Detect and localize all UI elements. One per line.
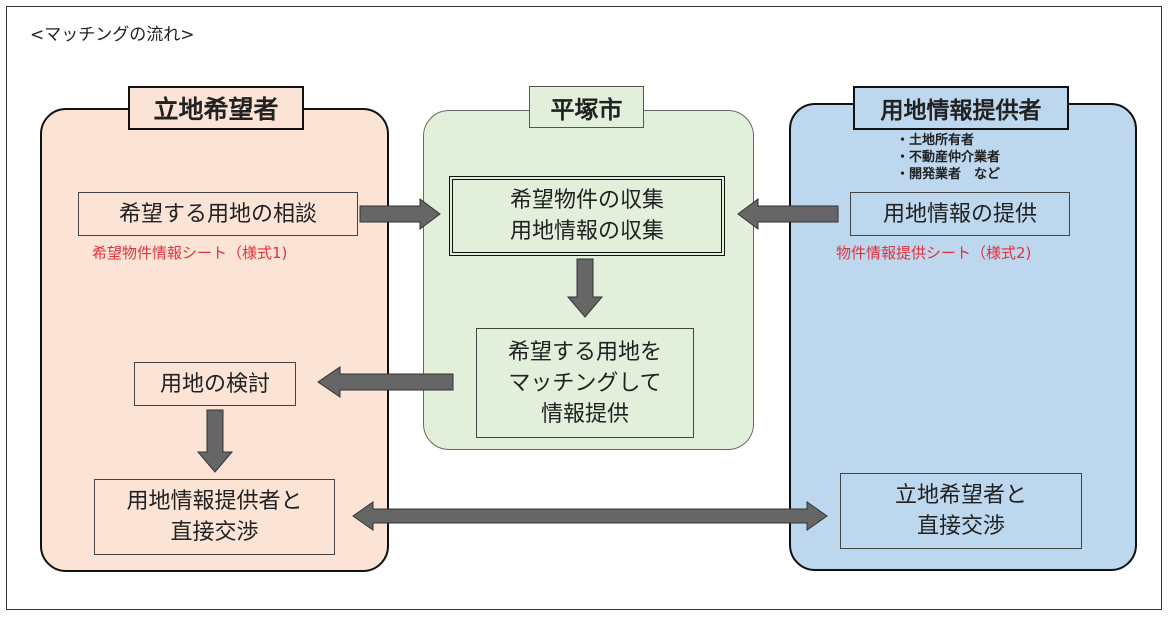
box-match-line: マッチングして — [508, 370, 662, 396]
box-negotiate-left-line: 直接交渉 — [170, 520, 259, 545]
arrow-down-icon — [196, 409, 234, 473]
box-match-line: 情報提供 — [540, 401, 629, 427]
box-review: 用地の検討 — [134, 362, 296, 406]
box-match-line: 希望する用地を — [507, 339, 662, 365]
box-negotiate-left-line: 用地情報提供者と — [126, 489, 303, 514]
note-sheet2: 物件情報提供シート（様式2) — [836, 244, 1032, 262]
box-negotiate-right: 立地希望者と 直接交渉 — [840, 473, 1082, 549]
provider-item: ・不動産仲介業者 — [896, 150, 1001, 165]
box-consult: 希望する用地の相談 — [78, 192, 358, 236]
box-negotiate-right-line: 直接交渉 — [916, 514, 1005, 539]
diagram-title: <マッチングの流れ> — [30, 25, 195, 45]
note-sheet1: 希望物件情報シート（様式1) — [92, 244, 288, 262]
arrow-left-icon — [737, 198, 839, 230]
box-match: 希望する用地を マッチングして 情報提供 — [476, 328, 694, 438]
provider-item: ・土地所有者 — [896, 133, 975, 148]
box-collect-line: 用地情報の収集 — [509, 219, 664, 244]
provider-list: ・土地所有者 ・不動産仲介業者 ・開発業者 など — [896, 132, 1000, 183]
box-negotiate-right-line: 立地希望者と — [894, 483, 1027, 508]
box-consult-label: 希望する用地の相談 — [118, 201, 317, 227]
arrow-down-icon — [566, 258, 604, 318]
arrow-left-icon — [317, 366, 454, 398]
box-collect-line: 希望物件の収集 — [509, 188, 664, 213]
diagram-frame — [6, 6, 1162, 610]
header-provider: 用地情報提供者 — [853, 86, 1069, 130]
header-applicant: 立地希望者 — [128, 86, 304, 130]
box-negotiate-left: 用地情報提供者と 直接交渉 — [94, 479, 335, 555]
box-review-label: 用地の検討 — [159, 371, 270, 397]
box-collect: 希望物件の収集 用地情報の収集 — [449, 176, 725, 256]
arrow-right-icon — [359, 198, 441, 230]
box-provide: 用地情報の提供 — [850, 192, 1070, 236]
header-city: 平塚市 — [529, 86, 644, 128]
provider-item: ・開発業者 など — [896, 167, 1001, 182]
arrow-bidirectional-icon — [352, 501, 828, 531]
box-provide-label: 用地情報の提供 — [882, 201, 1037, 227]
